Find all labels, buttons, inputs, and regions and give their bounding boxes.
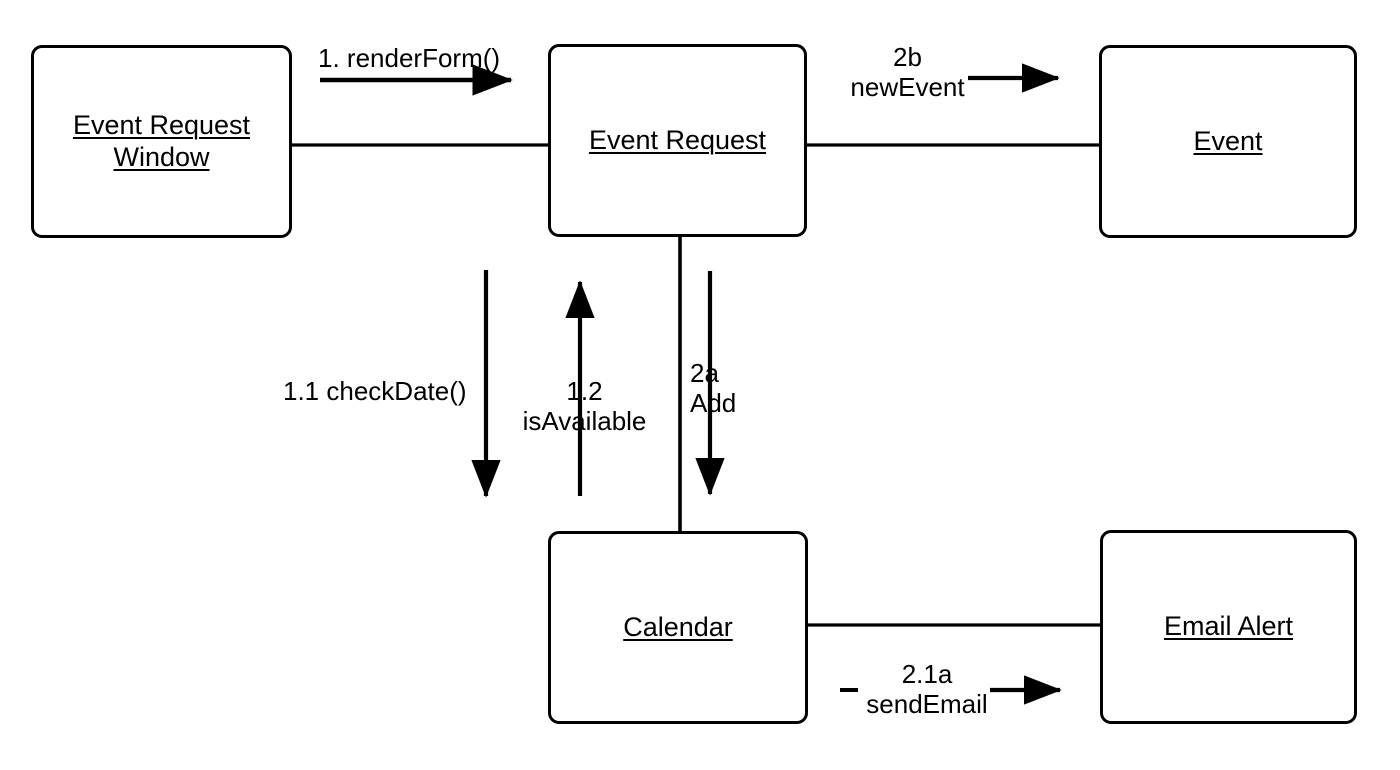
object-event-request[interactable]: Event Request xyxy=(548,44,807,237)
message-label-is-available: 1.2 isAvailable xyxy=(522,376,647,437)
object-label-event-request-window: Event Request Window xyxy=(72,110,251,172)
message-label-render-form: 1. renderForm() xyxy=(318,43,501,73)
object-event[interactable]: Event xyxy=(1099,45,1357,238)
message-label-check-date: 1.1 checkDate() xyxy=(283,376,467,406)
object-calendar[interactable]: Calendar xyxy=(548,531,808,724)
object-event-request-window[interactable]: Event Request Window xyxy=(31,45,292,238)
object-label-email-alert: Email Alert xyxy=(1163,611,1294,642)
object-label-event: Event xyxy=(1193,125,1263,156)
message-label-new-event: 2b newEvent xyxy=(850,42,965,103)
message-label-send-email: 2.1a sendEmail xyxy=(866,659,988,720)
message-label-add: 2a Add xyxy=(690,358,737,419)
object-email-alert[interactable]: Email Alert xyxy=(1100,530,1357,724)
object-label-event-request: Event Request xyxy=(588,124,767,155)
object-label-calendar: Calendar xyxy=(623,611,733,642)
